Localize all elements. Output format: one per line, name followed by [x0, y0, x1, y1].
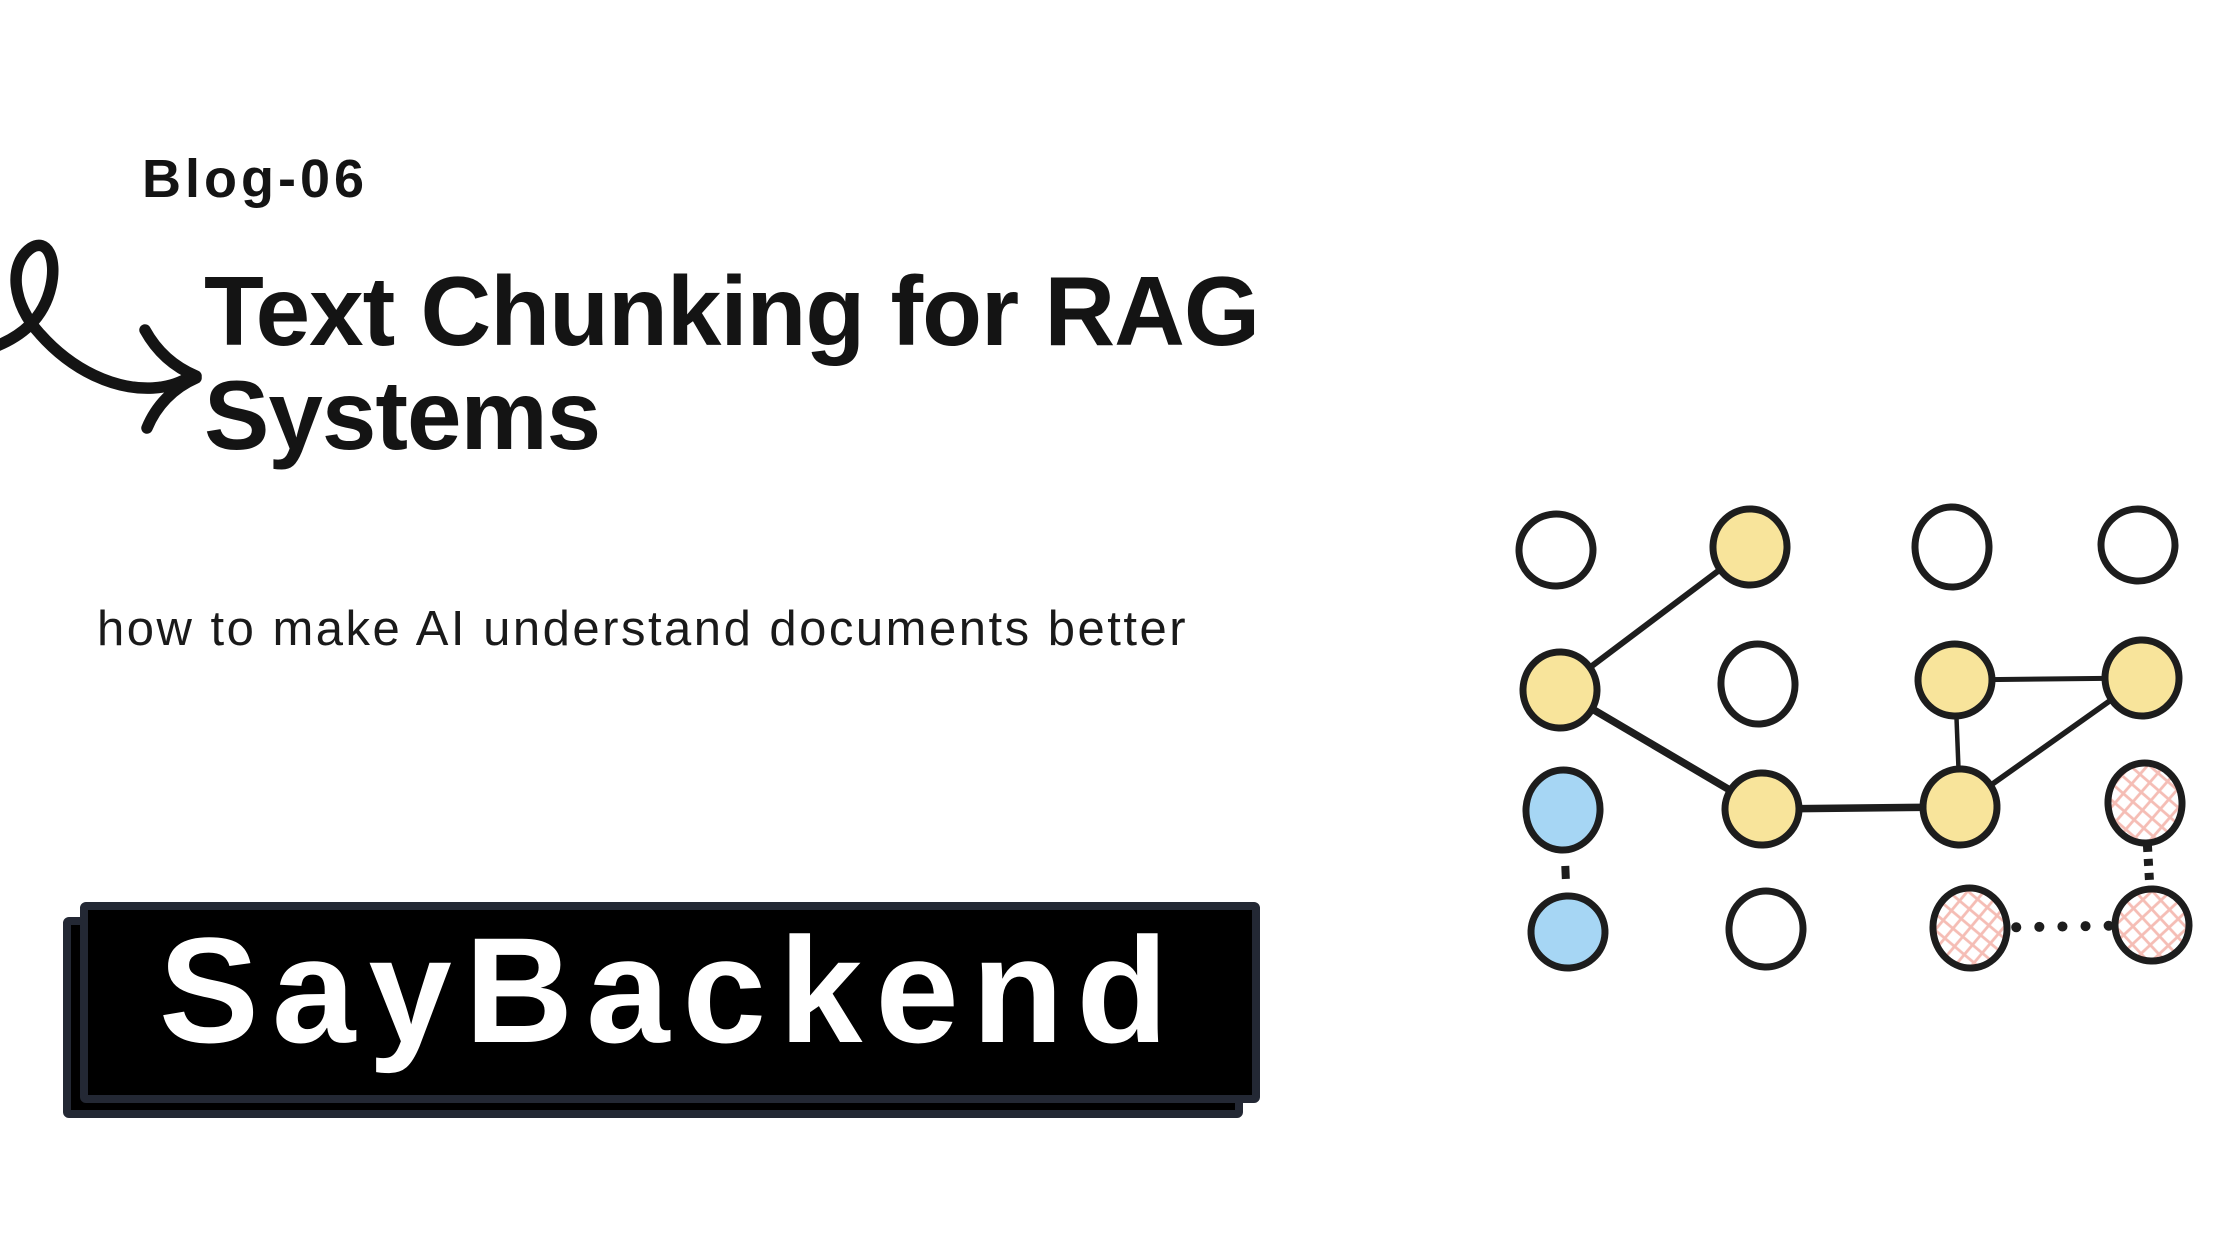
graph-node-r1c1-white: [1515, 510, 1597, 590]
graph-node-r1c3-white: [1911, 503, 1993, 591]
brand-badge: SayBackend: [63, 902, 1273, 1137]
graph-node-r1c2-yellow: [1709, 505, 1791, 589]
title-line-2: Systems: [204, 359, 601, 470]
graph-node-r4c1-blue: [1527, 892, 1609, 972]
brand-badge-box: SayBackend: [80, 902, 1260, 1103]
graph-node-r3c4-pink: [2104, 759, 2186, 847]
squiggle-arrow-icon: [0, 239, 202, 434]
graph-node-r3c2-yellow: [1721, 769, 1803, 849]
graph-edge-r4c3-r4c4-dotted-round: [1965, 920, 2157, 933]
graph-node-r1c4-white: [2097, 505, 2179, 585]
graph-edge-r3c1-r4c1-dashed: [1559, 809, 1572, 933]
graph-node-r3c3-yellow: [1919, 765, 2001, 849]
blog-number-label: Blog-06: [142, 149, 369, 209]
graph-nodes: [1515, 503, 2193, 972]
graph-node-r2c1-yellow: [1519, 648, 1601, 732]
graph-node-r2c3-yellow: [1914, 640, 1996, 720]
brand-name: SayBackend: [158, 906, 1182, 1074]
chunk-graph-diagram: [1515, 503, 2193, 972]
graph-node-r4c2-white: [1725, 887, 1807, 971]
graph-node-r2c2-white: [1717, 640, 1799, 728]
graph-node-r4c3-pink: [1929, 884, 2011, 972]
graph-node-r4c4-pink: [2111, 885, 2193, 965]
subtitle: how to make AI understand documents bett…: [97, 602, 1189, 656]
graph-node-r2c4-yellow: [2101, 636, 2183, 720]
title-line-1: Text Chunking for RAG: [204, 256, 1260, 366]
squiggle-arrow-lower-barb: [141, 372, 202, 434]
graph-edges: [1558, 544, 2157, 933]
graph-node-r3c1-blue: [1522, 766, 1604, 854]
squiggle-arrow-upper-barb: [139, 324, 202, 382]
squiggle-arrow-tail: [0, 239, 197, 394]
